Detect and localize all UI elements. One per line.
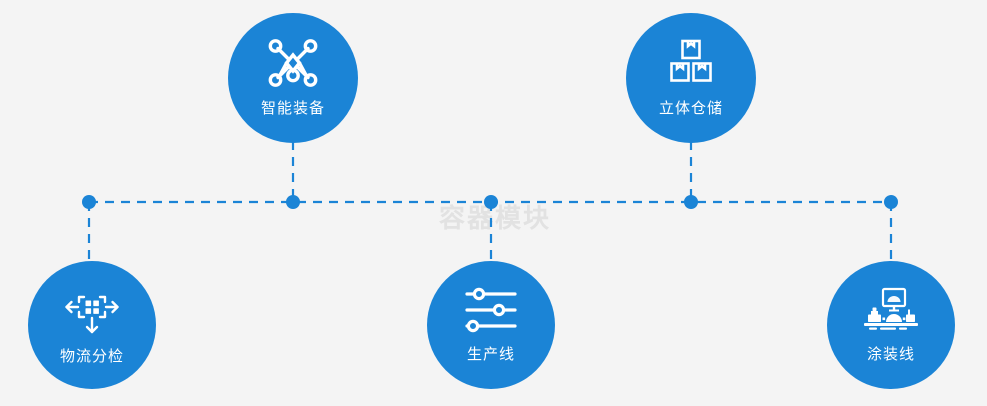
node-painting[interactable]: 涂装线 <box>827 261 955 389</box>
junction-dot-production <box>484 195 498 209</box>
stacked-boxes-icon <box>664 38 718 88</box>
node-equipment[interactable]: 智能装备 <box>228 13 358 143</box>
junction-dot-logistics <box>82 195 96 209</box>
node-warehouse[interactable]: 立体仓储 <box>626 13 756 143</box>
junction-dot-warehouse <box>684 195 698 209</box>
network-nodes-icon <box>266 38 320 88</box>
node-label-production: 生产线 <box>466 344 515 363</box>
node-logistics[interactable]: 物流分检 <box>28 261 156 389</box>
node-label-equipment: 智能装备 <box>260 99 325 117</box>
sorting-arrows-icon <box>63 285 121 335</box>
node-label-logistics: 物流分检 <box>59 346 124 365</box>
junction-dot-equipment <box>286 195 300 209</box>
factory-machine-icon <box>863 287 919 333</box>
node-production[interactable]: 生产线 <box>427 261 555 389</box>
node-label-warehouse: 立体仓储 <box>658 99 723 117</box>
junction-dot-painting <box>884 195 898 209</box>
sliders-icon <box>464 287 518 333</box>
node-label-painting: 涂装线 <box>866 344 915 363</box>
